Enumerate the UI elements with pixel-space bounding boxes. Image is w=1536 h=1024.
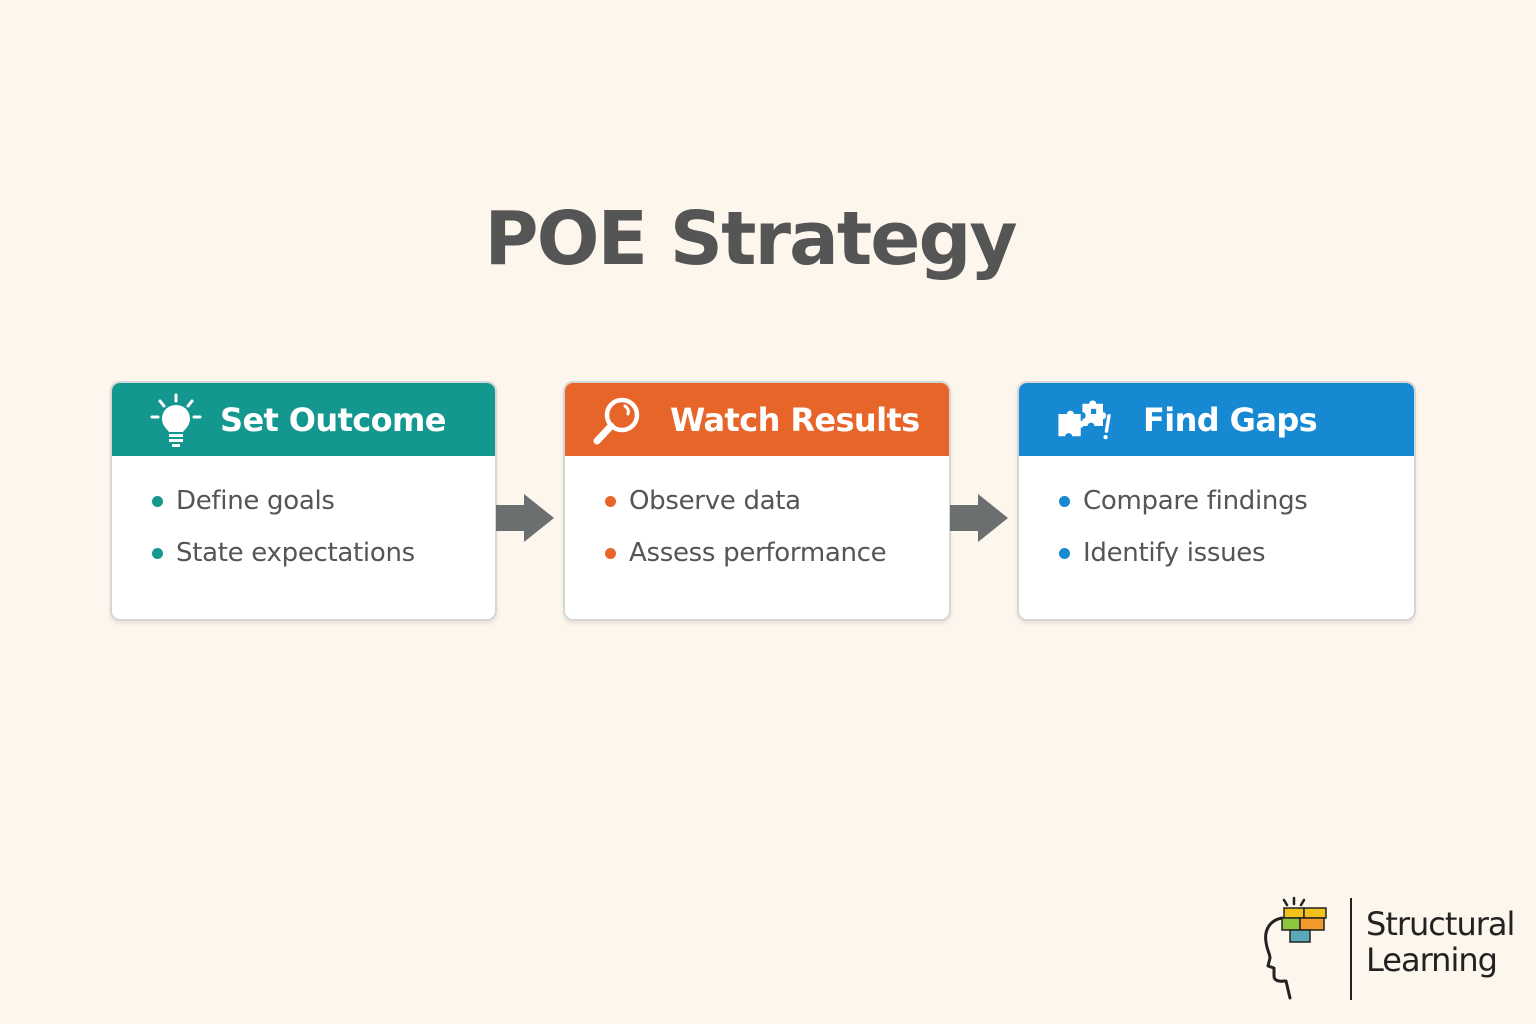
step-title: Watch Results xyxy=(670,401,920,439)
step-card-watch-results: Watch Results Observe data Assess perfor… xyxy=(563,381,951,621)
step-title: Set Outcome xyxy=(220,401,446,439)
brand-divider xyxy=(1350,898,1352,1000)
brand-logo: Structural Learning xyxy=(1258,894,1518,1004)
brand-line-1: Structural xyxy=(1366,905,1515,943)
list-item: Observe data xyxy=(605,486,801,516)
list-item-text: State expectations xyxy=(176,538,415,568)
list-item: Compare findings xyxy=(1059,486,1308,516)
head-blocks-logo-icon xyxy=(1264,896,1327,1000)
bullet-dot xyxy=(1059,495,1070,507)
list-item: State expectations xyxy=(152,538,415,568)
list-item: Assess performance xyxy=(605,538,887,568)
magnifier-icon xyxy=(593,397,640,445)
lightbulb-icon xyxy=(150,393,202,447)
puzzle-icon xyxy=(1058,400,1111,440)
list-item: Define goals xyxy=(152,486,335,516)
bullet-dot xyxy=(1059,547,1070,559)
brand-line-2: Learning xyxy=(1366,941,1498,979)
list-item-text: Observe data xyxy=(629,486,801,516)
bullet-dot xyxy=(152,495,163,507)
list-item-text: Compare findings xyxy=(1083,486,1308,516)
bullet-dot xyxy=(605,547,616,559)
list-item-text: Assess performance xyxy=(629,538,887,568)
step-header: Watch Results xyxy=(565,383,949,456)
list-item: Identify issues xyxy=(1059,538,1266,568)
list-item-text: Define goals xyxy=(176,486,335,516)
diagram-title: POE Strategy xyxy=(484,196,1017,282)
step-header: Set Outcome xyxy=(112,383,495,456)
right-arrow-icon xyxy=(950,494,1008,542)
step-title: Find Gaps xyxy=(1143,401,1318,439)
right-arrow-icon xyxy=(496,494,554,542)
step-card-set-outcome: Set Outcome Define goals State expectati… xyxy=(110,381,497,621)
step-card-find-gaps: Find Gaps Compare findings Identify issu… xyxy=(1017,381,1416,621)
bullet-dot xyxy=(605,495,616,507)
step-header: Find Gaps xyxy=(1019,383,1414,456)
list-item-text: Identify issues xyxy=(1083,538,1266,568)
bullet-dot xyxy=(152,547,163,559)
brand-wordmark: Structural Learning xyxy=(1366,905,1515,979)
